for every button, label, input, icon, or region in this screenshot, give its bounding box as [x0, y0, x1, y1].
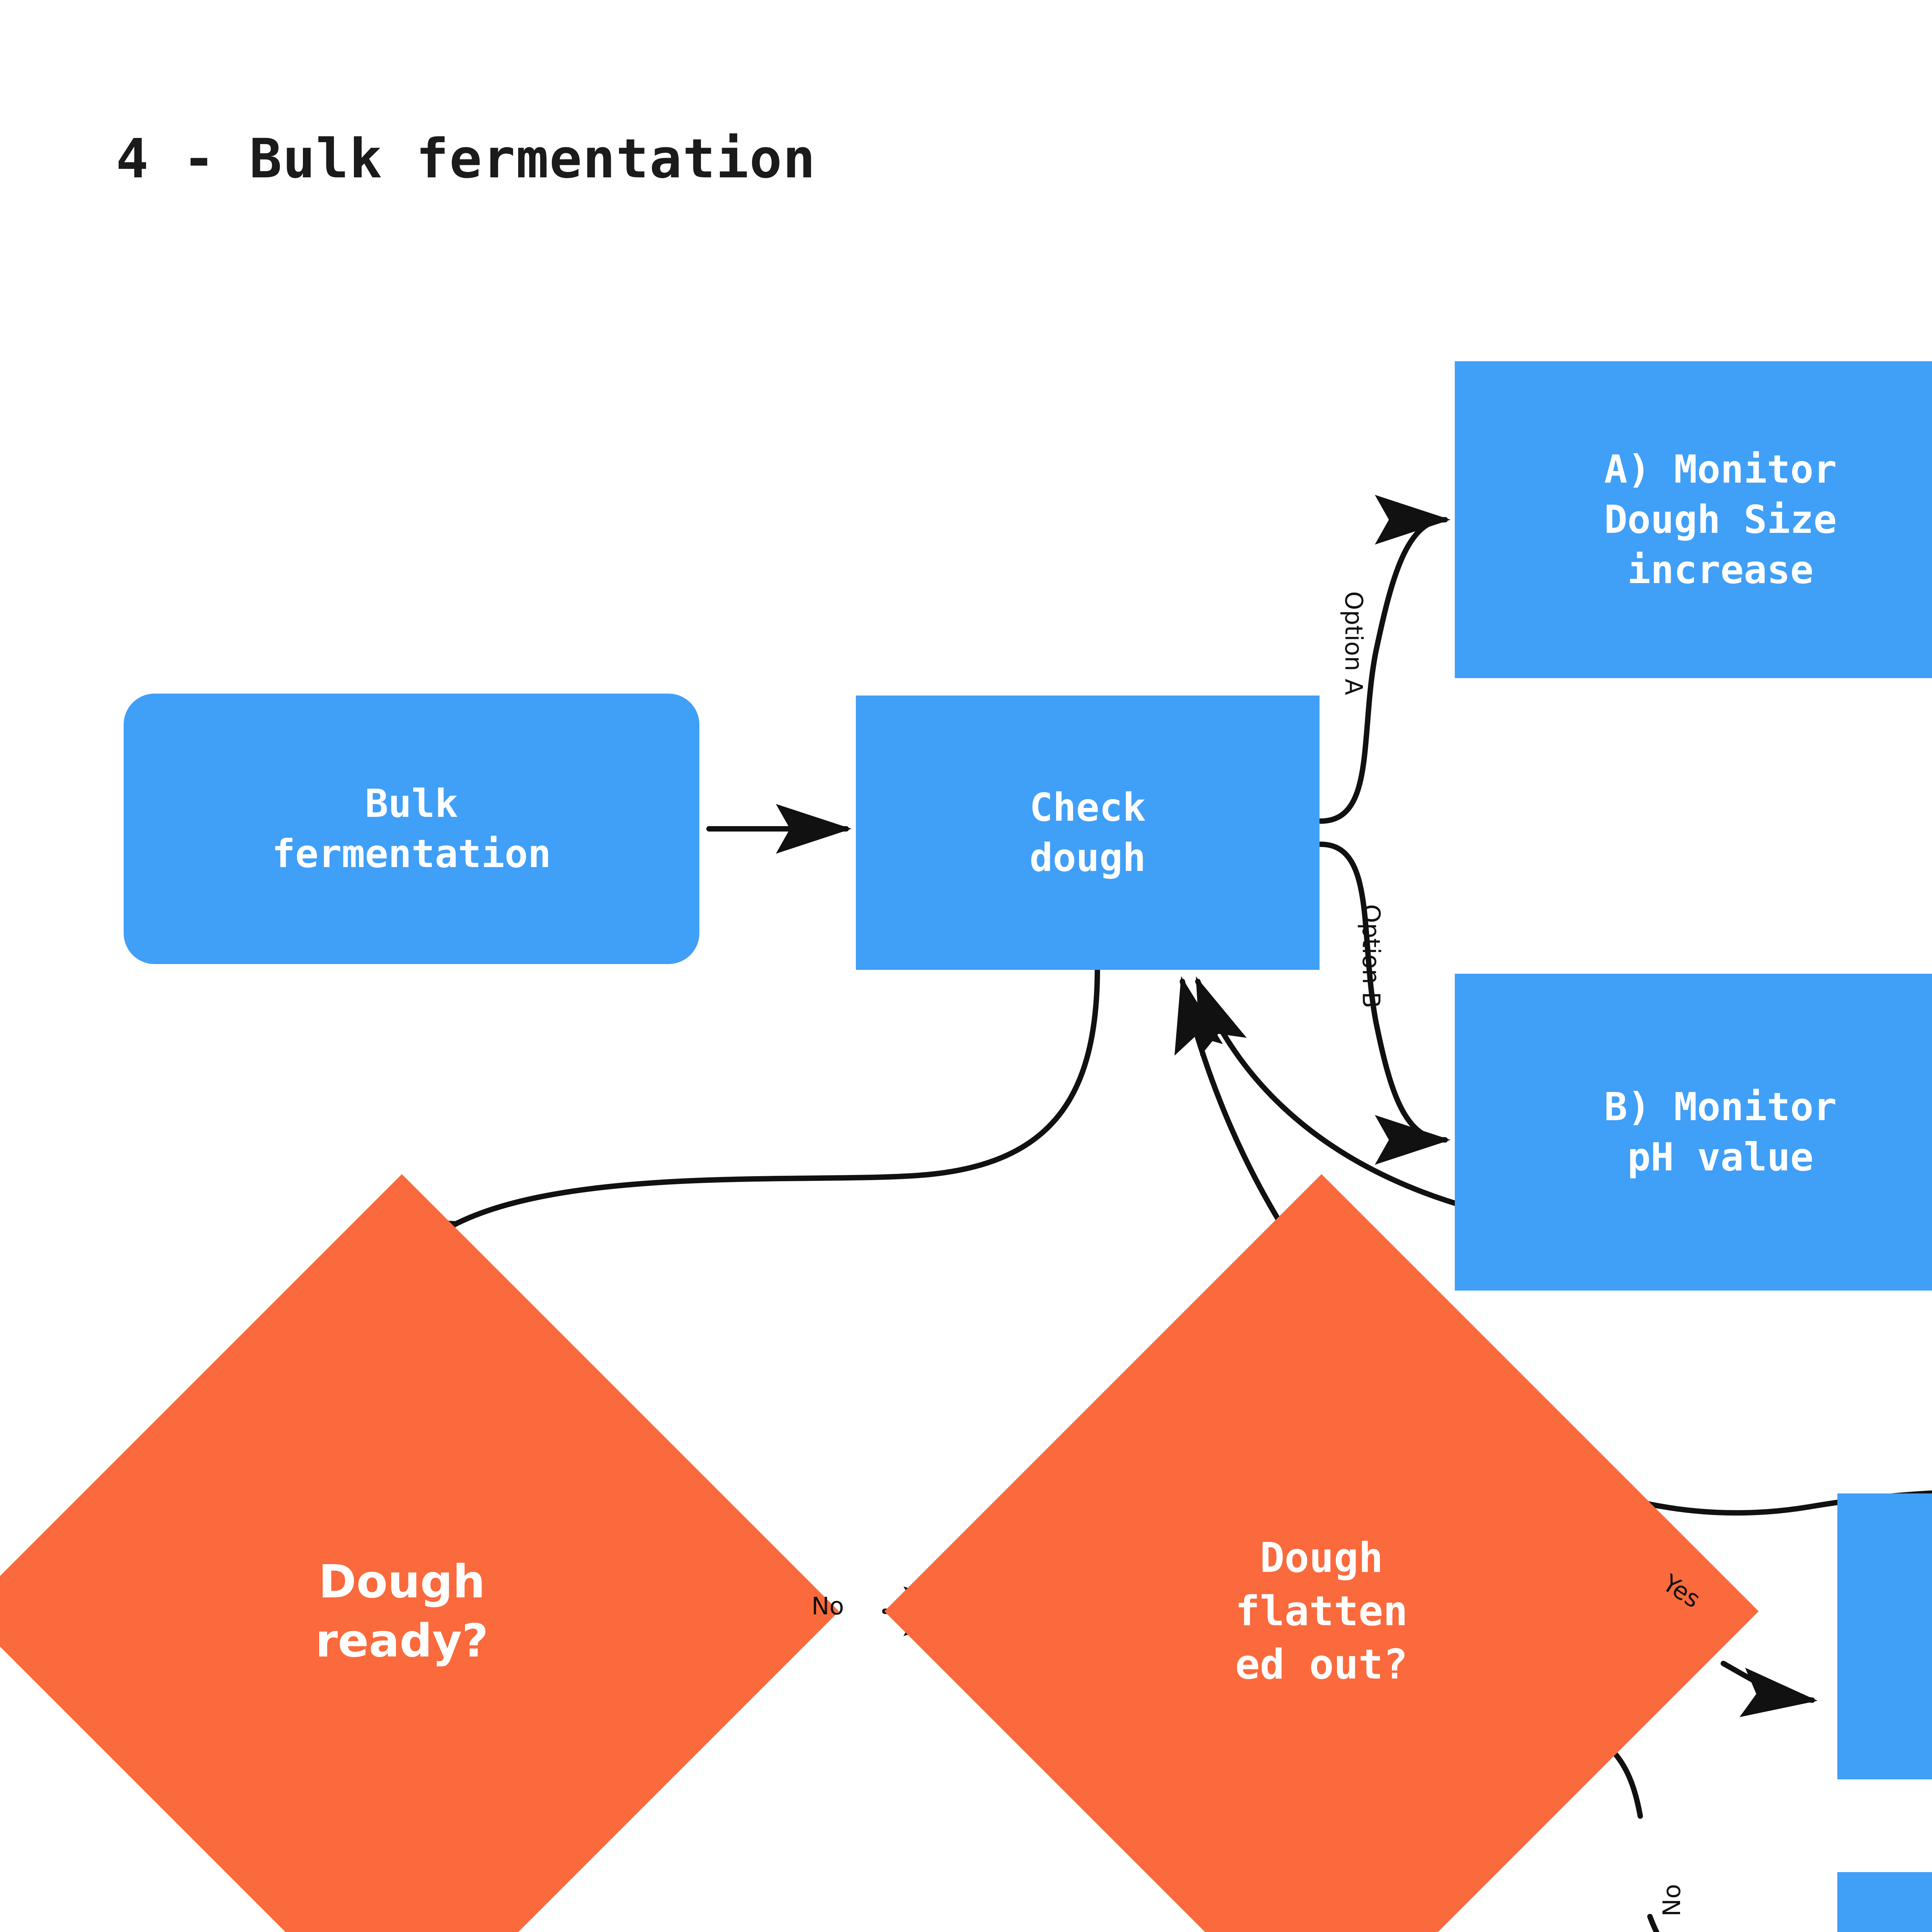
edge-label-option-a: Option A: [1340, 591, 1368, 696]
node-stretch-and-fold[interactable]: Stretch and fold: [1837, 1493, 1932, 1779]
node-monitor-dough-size[interactable]: A) Monitor Dough Size increase: [1455, 361, 1932, 678]
edge-label-flattened-no: No: [1658, 1884, 1686, 1917]
edge-check-to-dough-ready: [401, 965, 1100, 1272]
node-check-dough[interactable]: Check dough: [856, 696, 1320, 970]
node-monitor-ph-value[interactable]: B) Monitor pH value: [1455, 974, 1932, 1291]
node-dough-flattened-out-label: Dough flatten ed out?: [1235, 1534, 1408, 1688]
node-bulk-fermentation[interactable]: Bulk fermentation: [124, 694, 699, 964]
node-dough-ready-label: Dough ready?: [315, 1554, 488, 1667]
edge-label-option-b: Option B: [1357, 904, 1385, 1009]
node-wait-60-minutes[interactable]: Wait 60 minutes: [1837, 1872, 1932, 1932]
edge-flattened-no-to-wait-b: [1647, 1914, 1660, 1932]
edge-check-to-monitor-ph: [1318, 842, 1451, 1165]
node-dough-ready[interactable]: Dough ready?: [0, 1174, 839, 1932]
edge-label-ready-no: No: [811, 1592, 844, 1620]
edge-flattened-yes-to-stretch-b: [1721, 1661, 1818, 1717]
edge-check-to-monitor-size: [1318, 495, 1451, 824]
edge-stretch-back-to-check: [1195, 976, 1932, 1237]
page-title: 4 - Bulk fermentation: [116, 128, 816, 190]
node-dough-flattened-out[interactable]: Dough flatten ed out?: [884, 1174, 1759, 1932]
